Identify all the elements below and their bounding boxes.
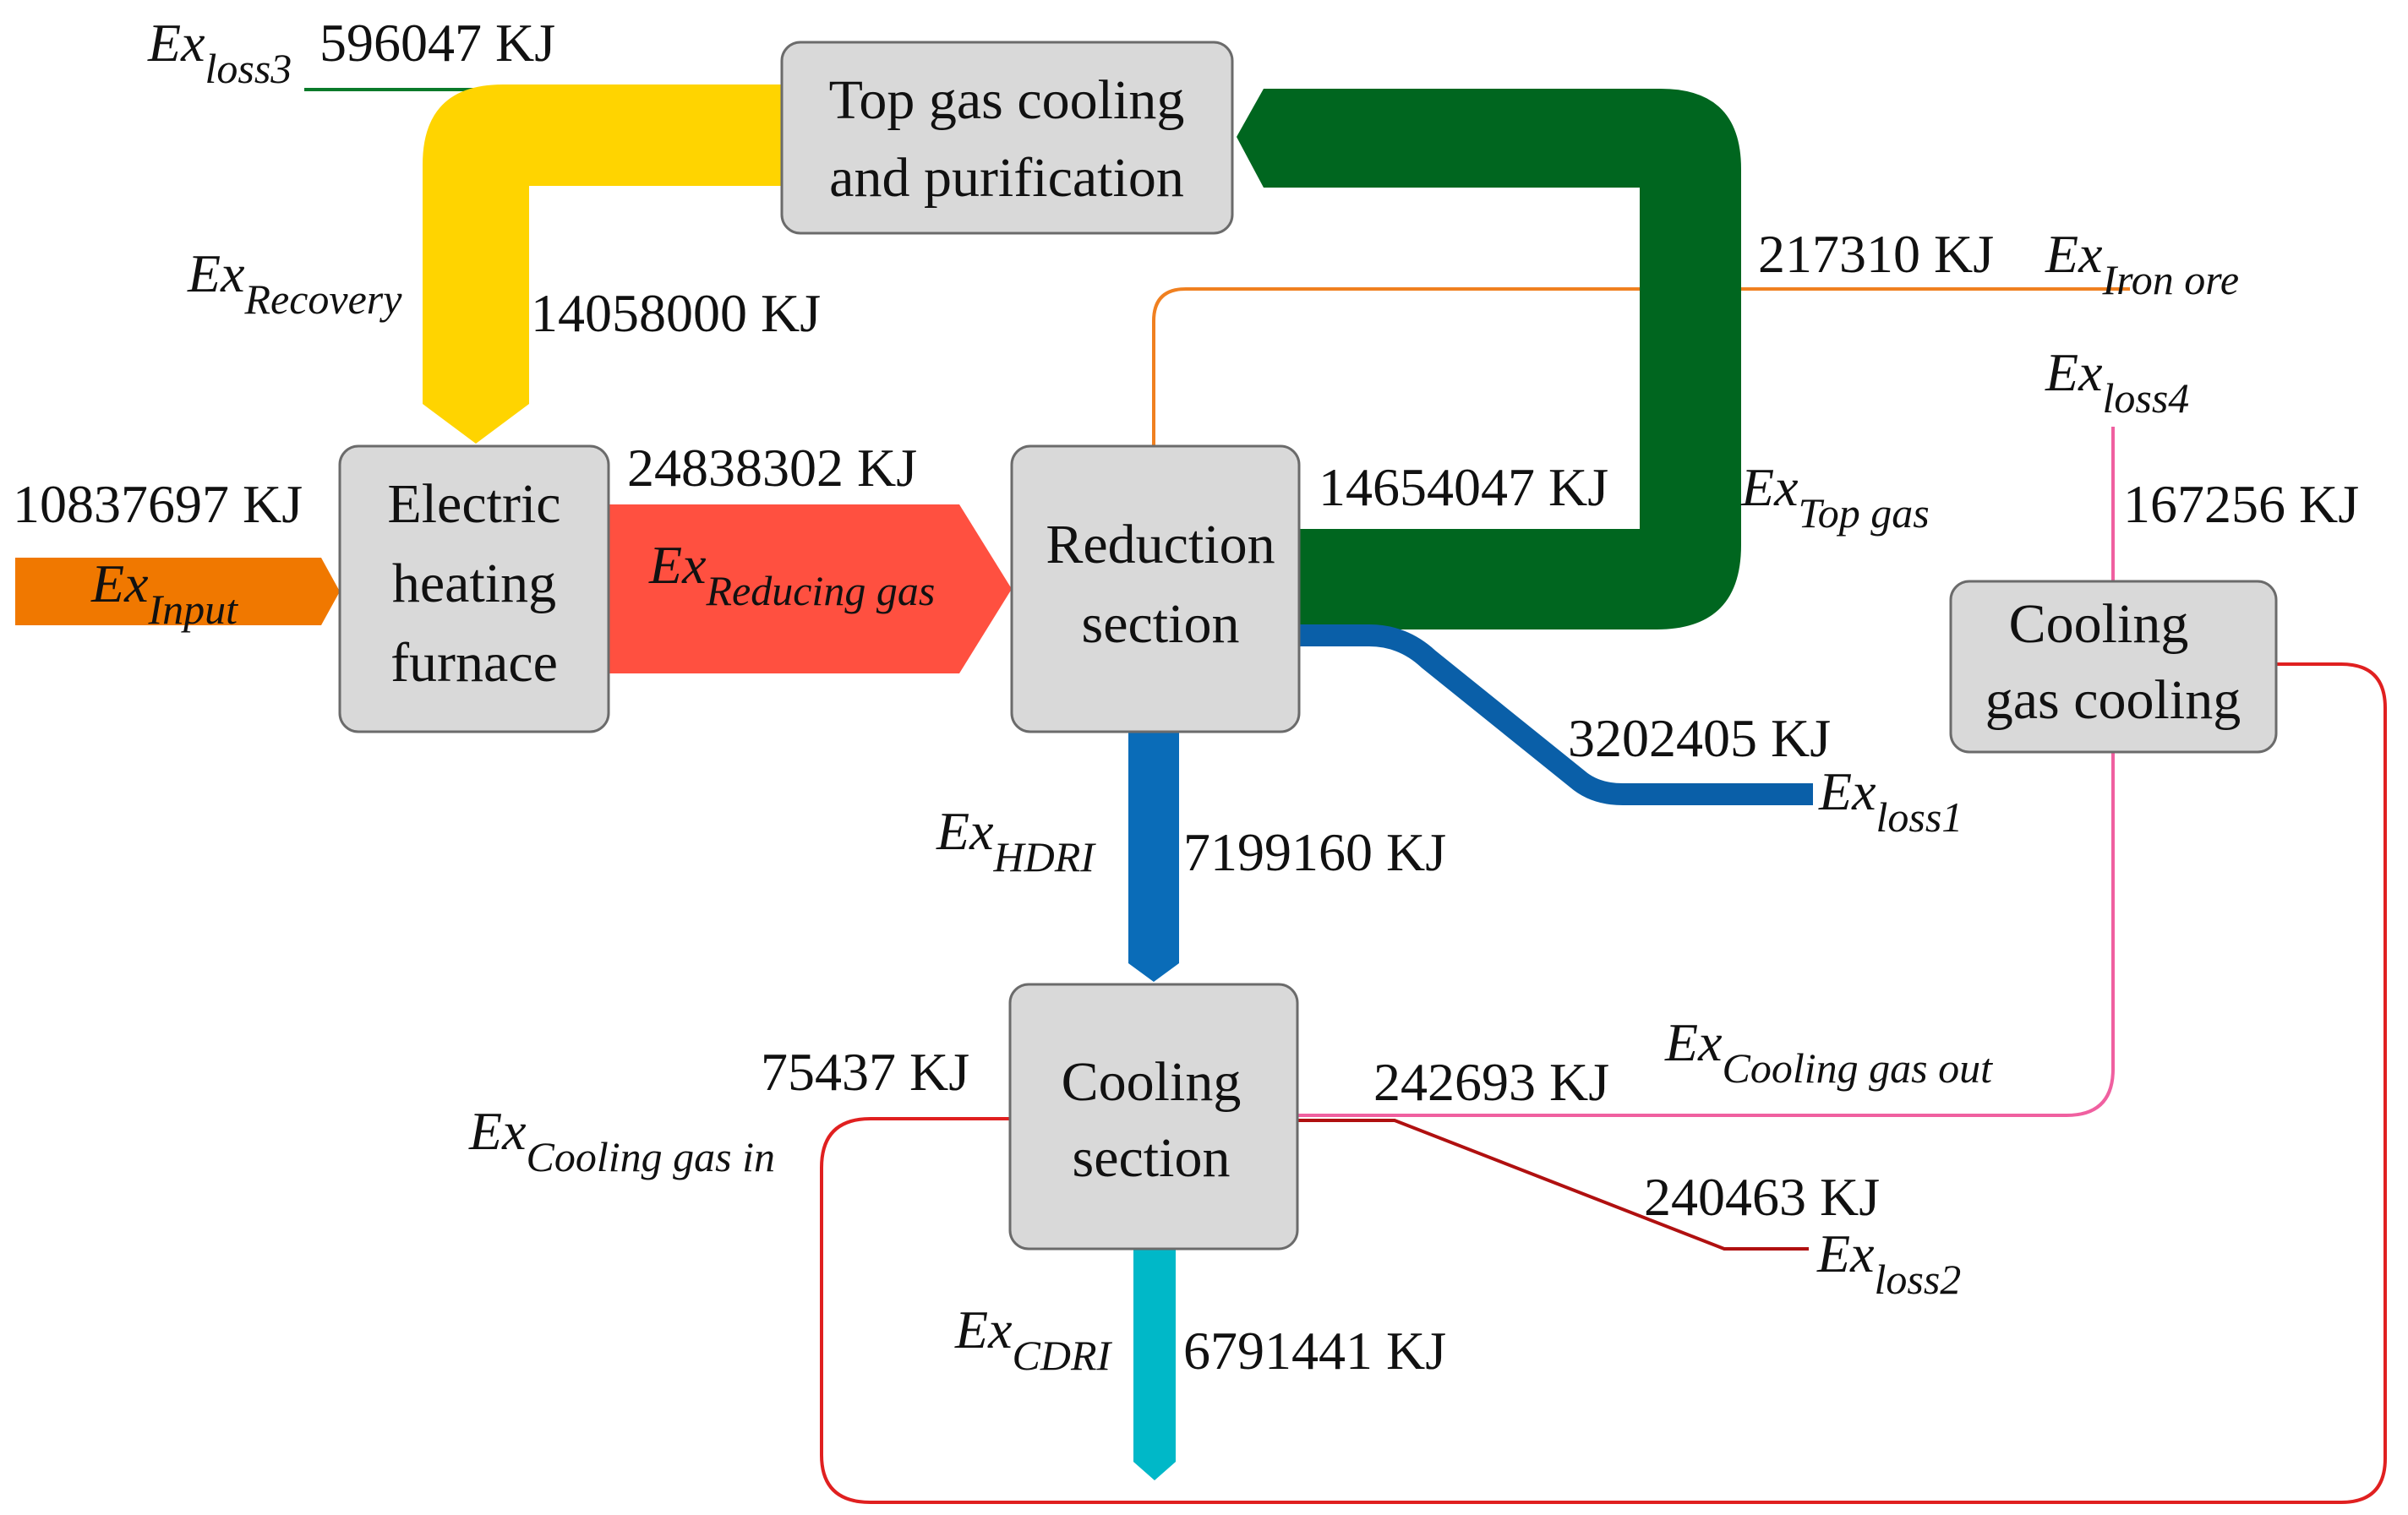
loss4-value: 167256 KJ bbox=[2123, 474, 2359, 534]
recovery-band bbox=[423, 84, 782, 444]
reduction-line1: Reduction bbox=[1046, 514, 1275, 575]
reducing-gas-value: 24838302 KJ bbox=[627, 438, 917, 498]
cooling-gas-cooling-line2: gas cooling bbox=[1985, 669, 2241, 731]
top-gas-band bbox=[1237, 89, 1741, 629]
loss3-ex-label: Exloss3 bbox=[147, 13, 292, 92]
cooling-gas-in-ex-label: ExCooling gas in bbox=[468, 1101, 775, 1180]
cooling-gas-out-ex-label: ExCooling gas out bbox=[1664, 1012, 1993, 1092]
top-gas-value: 14654047 KJ bbox=[1319, 457, 1608, 517]
input-value: 10837697 KJ bbox=[13, 474, 303, 534]
furnace-line2: heating bbox=[392, 553, 556, 614]
loss3-value: 596047 KJ bbox=[319, 13, 555, 73]
iron-ore-ex-label: ExIron ore bbox=[2045, 224, 2239, 303]
loss2-line bbox=[1297, 1119, 1809, 1251]
reducing-gas-ex-label: ExReducing gas bbox=[648, 535, 935, 614]
input-arrow bbox=[15, 558, 340, 625]
loss2-value: 240463 KJ bbox=[1644, 1167, 1880, 1227]
input-ex-label: ExInput bbox=[90, 553, 238, 633]
furnace-line1: Electric bbox=[387, 473, 560, 535]
loss1-band bbox=[1297, 624, 1813, 805]
furnace-line3: furnace bbox=[390, 632, 558, 694]
cooling-gas-in-value: 75437 KJ bbox=[761, 1042, 969, 1102]
cooling-section-line2: section bbox=[1073, 1127, 1231, 1189]
hdri-value: 7199160 KJ bbox=[1183, 822, 1446, 882]
reduction-line2: section bbox=[1082, 593, 1240, 655]
loss2-ex-label: Exloss2 bbox=[1816, 1223, 1961, 1303]
iron-ore-line bbox=[1152, 287, 2130, 446]
recovery-ex-label: ExRecovery bbox=[187, 243, 402, 323]
cooling-section-line1: Cooling bbox=[1062, 1051, 1242, 1113]
cooling-gas-cooling-box: Cooling gas cooling bbox=[1949, 580, 2278, 754]
cdri-ex-label: ExCDRI bbox=[954, 1300, 1113, 1379]
cdri-arrow bbox=[1133, 1249, 1176, 1480]
hdri-arrow bbox=[1128, 731, 1179, 982]
top-gas-box-line2: and purification bbox=[829, 147, 1184, 209]
reduction-section-box: Reduction section bbox=[1010, 444, 1301, 733]
top-gas-ex-label: ExTop gas bbox=[1740, 457, 1930, 537]
loss1-value: 3202405 KJ bbox=[1568, 708, 1831, 768]
loss1-ex-label: Exloss1 bbox=[1818, 761, 1963, 841]
cooling-gas-out-line bbox=[1297, 752, 2115, 1117]
cdri-value: 6791441 KJ bbox=[1183, 1321, 1446, 1381]
cooling-section-box: Cooling section bbox=[1008, 983, 1299, 1251]
iron-ore-value: 217310 KJ bbox=[1758, 224, 1994, 284]
top-gas-cooling-box: Top gas cooling and purification bbox=[780, 41, 1234, 235]
recovery-value: 14058000 KJ bbox=[531, 283, 821, 343]
cooling-gas-in-line bbox=[820, 662, 2387, 1504]
reducing-gas-arrow bbox=[609, 504, 1012, 673]
loss4-ex-label: Exloss4 bbox=[2045, 342, 2189, 422]
hdri-ex-label: ExHDRI bbox=[936, 801, 1096, 880]
electric-heating-furnace-box: Electric heating furnace bbox=[338, 444, 610, 733]
top-gas-box-line1: Top gas cooling bbox=[829, 69, 1185, 131]
cooling-gas-cooling-line1: Cooling bbox=[2009, 593, 2189, 655]
cooling-gas-out-value: 242693 KJ bbox=[1373, 1052, 1609, 1112]
